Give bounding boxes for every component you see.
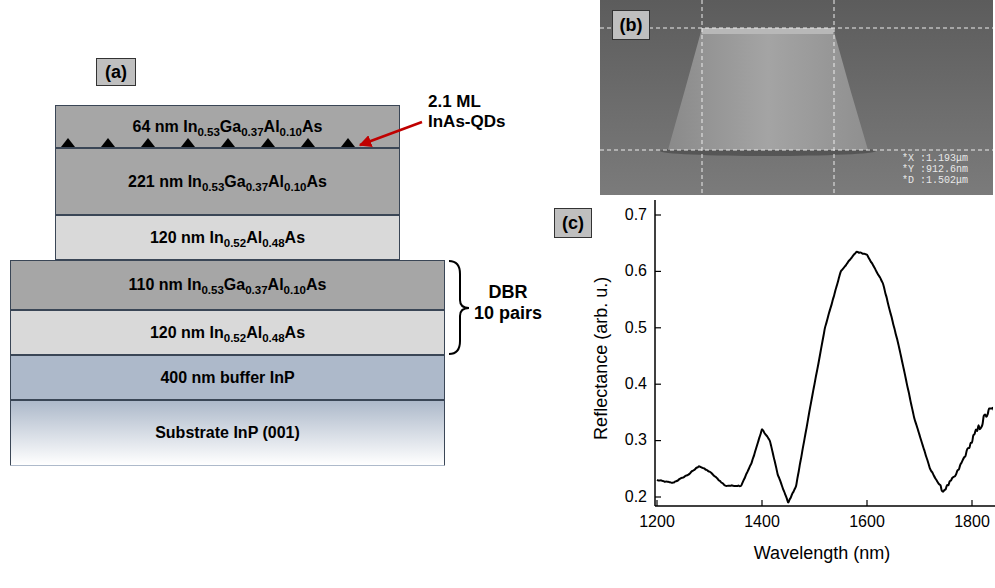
tick-mark [655, 440, 661, 441]
y-axis [654, 200, 656, 506]
layer-text: 110 nm In0.53Ga0.37Al0.10As [129, 276, 327, 294]
pointer-arrow [360, 122, 422, 145]
tick-label: 0.6 [625, 262, 647, 280]
dbr-bracket [449, 261, 469, 354]
scale-readout: *D :1.502μm [902, 175, 968, 187]
panel-label: (a) [96, 58, 136, 86]
panel-label: (b) [612, 10, 650, 40]
layer-text: 400 nm buffer InP [160, 369, 294, 387]
axis-title: Wavelength (nm) [754, 543, 890, 564]
axis-title: Reflectance (arb. u.) [592, 276, 613, 439]
quantum-dot [341, 138, 355, 147]
tick-mark [655, 214, 661, 215]
tick-label: 1400 [744, 513, 780, 531]
pillar-top-face [702, 28, 833, 34]
layer-text: 64 nm In0.53Ga0.37Al0.10As [133, 118, 323, 136]
reflectance-chart [655, 200, 995, 506]
tick-label: 1800 [954, 513, 990, 531]
micropillar [668, 28, 868, 150]
tick-mark [655, 496, 661, 497]
tick-label: 0.4 [625, 375, 647, 393]
measure-line [834, 0, 835, 195]
tick-mark [761, 500, 762, 506]
quantum-dots [56, 137, 398, 147]
reflectance-curve [657, 252, 993, 503]
panel-label: (c) [554, 208, 592, 238]
layer-text: 120 nm In0.52Al0.48As [150, 229, 305, 247]
layer-text: 221 nm In0.53Ga0.37Al0.10As [128, 173, 327, 191]
layer-box: 221 nm In0.53Ga0.37Al0.10As [55, 148, 400, 215]
tick-label: 0.2 [625, 488, 647, 506]
quantum-dot [261, 138, 275, 147]
tick-label: 0.3 [625, 431, 647, 449]
scale-readout: *X :1.193μm [902, 153, 968, 165]
substrate-box: Substrate InP (001) [10, 400, 445, 466]
layer-box: 64 nm In0.53Ga0.37Al0.10As [55, 105, 400, 148]
x-axis [655, 505, 995, 507]
quantum-dot [181, 138, 195, 147]
dbr-layer-box: 110 nm In0.53Ga0.37Al0.10As [10, 260, 445, 310]
tick-mark [655, 327, 661, 328]
tick-mark [866, 500, 867, 506]
panel-letter: (c) [562, 213, 584, 234]
tick-mark [971, 500, 972, 506]
measure-line [702, 0, 703, 195]
sem-background [600, 0, 993, 195]
annotation-label: 2.1 ML InAs-QDs [428, 92, 505, 131]
tick-label: 1200 [639, 513, 675, 531]
panel-letter: (a) [105, 62, 127, 83]
measure-line [600, 28, 993, 29]
quantum-dot [301, 138, 315, 147]
layer-text: Substrate InP (001) [155, 424, 300, 442]
tick-label: 0.7 [625, 206, 647, 224]
layer-box: 120 nm In0.52Al0.48As [55, 215, 400, 260]
tick-mark [656, 500, 657, 506]
sem-image [600, 0, 993, 195]
dbr-layer-box: 120 nm In0.52Al0.48As [10, 310, 445, 355]
quantum-dot [221, 138, 235, 147]
tick-mark [655, 271, 661, 272]
annotation-label: DBR 10 pairs [474, 282, 542, 323]
layer-text: 120 nm In0.52Al0.48As [150, 324, 305, 342]
buffer-layer-box: 400 nm buffer InP [10, 355, 445, 400]
panel-letter: (b) [620, 15, 643, 36]
quantum-dot [61, 138, 75, 147]
tick-label: 0.5 [625, 319, 647, 337]
measure-line [600, 150, 993, 151]
quantum-dot [141, 138, 155, 147]
quantum-dot [101, 138, 115, 147]
scale-readout: *Y :912.6nm [902, 164, 968, 176]
tick-label: 1600 [849, 513, 885, 531]
tick-mark [655, 384, 661, 385]
